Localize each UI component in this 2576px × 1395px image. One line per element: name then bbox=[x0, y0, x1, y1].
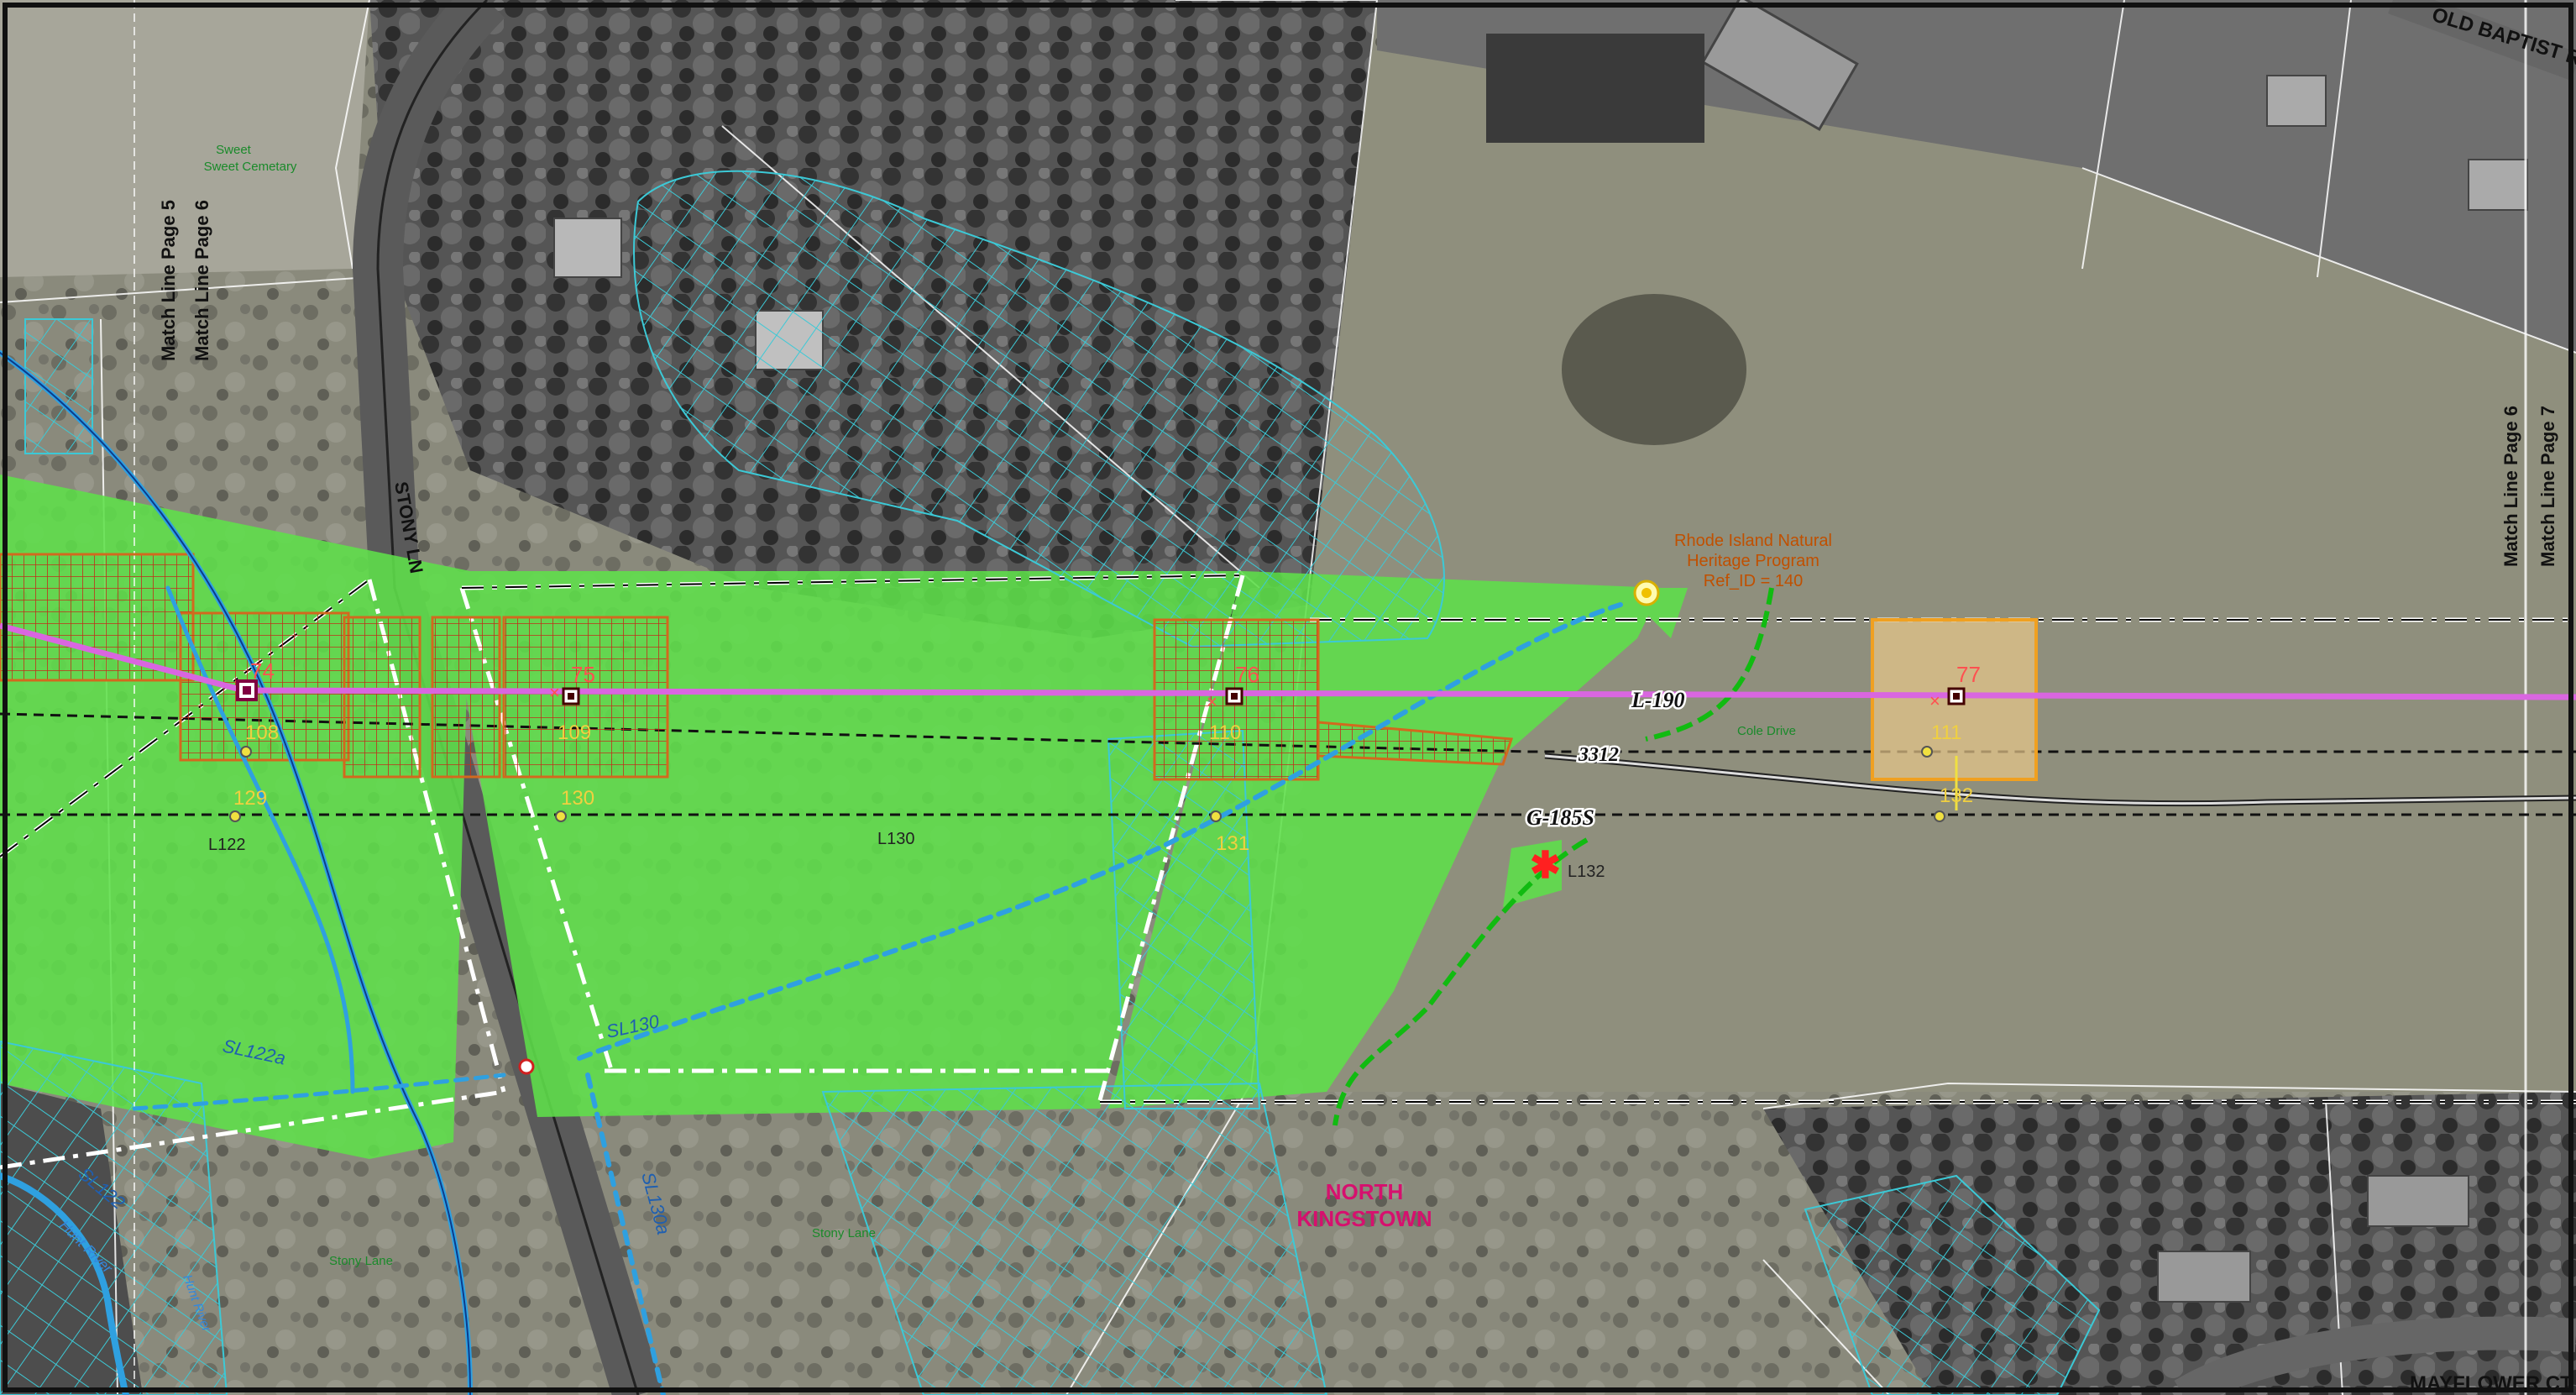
heritage-sun-icon[interactable] bbox=[1633, 580, 1660, 606]
line-label-l190: L-190 bbox=[1631, 688, 1685, 712]
pole-label-109: 109 bbox=[558, 721, 591, 744]
structure-label-77: 77 bbox=[1956, 662, 1981, 687]
heritage-label-line1: Rhode Island Natural bbox=[1674, 532, 1832, 550]
streams bbox=[0, 350, 1623, 1395]
svg-text:×: × bbox=[549, 682, 560, 703]
pole-label-110: 110 bbox=[1209, 721, 1241, 744]
mayflower-ct-road bbox=[2174, 1316, 2576, 1395]
place-cole-drive: Cole Drive bbox=[1737, 724, 1796, 738]
structure-label-76: 76 bbox=[1235, 662, 1259, 687]
structure-label-75: 75 bbox=[571, 662, 595, 687]
building bbox=[2468, 159, 2528, 211]
svg-text:×: × bbox=[1207, 691, 1217, 712]
place-stony-lane-2: Stony Lane bbox=[329, 1254, 393, 1268]
heritage-label-line2: Heritage Program bbox=[1687, 552, 1819, 570]
line-3312-double-inner bbox=[1544, 754, 2576, 805]
match-line-page-6-right: Match Line Page 6 bbox=[2500, 406, 2521, 567]
match-line-page-5: Match Line Page 5 bbox=[158, 200, 179, 361]
building bbox=[2266, 75, 2327, 127]
place-sweet-cemetary-1: Sweet bbox=[216, 143, 252, 157]
place-sweet-cemetary-2: Sweet Cemetary bbox=[204, 160, 297, 174]
building bbox=[1701, 0, 1859, 132]
wetland-label-l122: L122 bbox=[208, 836, 246, 854]
pole-label-108: 108 bbox=[245, 721, 279, 744]
field-left bbox=[0, 0, 369, 277]
structure-76[interactable]: × bbox=[1207, 687, 1243, 712]
match-line-page-7: Match Line Page 7 bbox=[2537, 406, 2558, 567]
map-frame bbox=[3, 3, 2573, 1392]
structure-74[interactable] bbox=[236, 679, 258, 701]
red-asterisk-icon[interactable]: ✱ bbox=[1530, 845, 1561, 886]
parking-lot bbox=[1486, 34, 1704, 143]
survey-boundary bbox=[1333, 587, 1774, 1126]
building bbox=[2367, 1175, 2469, 1227]
structure-label-74: 74 bbox=[250, 658, 275, 684]
pole-label-132: 132 bbox=[1940, 784, 1973, 807]
old-baptist-rd-road bbox=[2388, 0, 2576, 81]
structure-77[interactable]: × bbox=[1929, 687, 1966, 711]
pole-label-130: 130 bbox=[561, 787, 594, 810]
line-label-3312: 3312 bbox=[1578, 744, 1619, 766]
town-label-line1: NORTH bbox=[1326, 1179, 1403, 1204]
pole-label-131: 131 bbox=[1216, 832, 1249, 855]
heritage-label-line3: Ref_ID = 140 bbox=[1704, 572, 1803, 590]
pole-label-111: 111 bbox=[1931, 721, 1961, 744]
svg-text:×: × bbox=[1929, 690, 1940, 711]
wetland-label-l130: L130 bbox=[877, 830, 915, 848]
line-label-g185s: G-185S bbox=[1526, 805, 1594, 830]
wetland-label-l132: L132 bbox=[1568, 863, 1605, 881]
building bbox=[2157, 1251, 2251, 1303]
pole-label-129: 129 bbox=[233, 787, 267, 810]
crosshatch-areas bbox=[0, 170, 2101, 1395]
town-label-line2: KINGSTOWN bbox=[1296, 1206, 1432, 1231]
stony-ln-edge bbox=[376, 0, 640, 1395]
pole-markers bbox=[229, 746, 1945, 822]
place-stony-lane-1: Stony Lane bbox=[812, 1226, 876, 1240]
road-marker-icon bbox=[518, 1058, 535, 1075]
building bbox=[553, 218, 622, 278]
match-line-page-6-left: Match Line Page 6 bbox=[191, 200, 212, 361]
dark-vegetation bbox=[1562, 294, 1746, 445]
structure-75[interactable]: × bbox=[549, 682, 580, 705]
